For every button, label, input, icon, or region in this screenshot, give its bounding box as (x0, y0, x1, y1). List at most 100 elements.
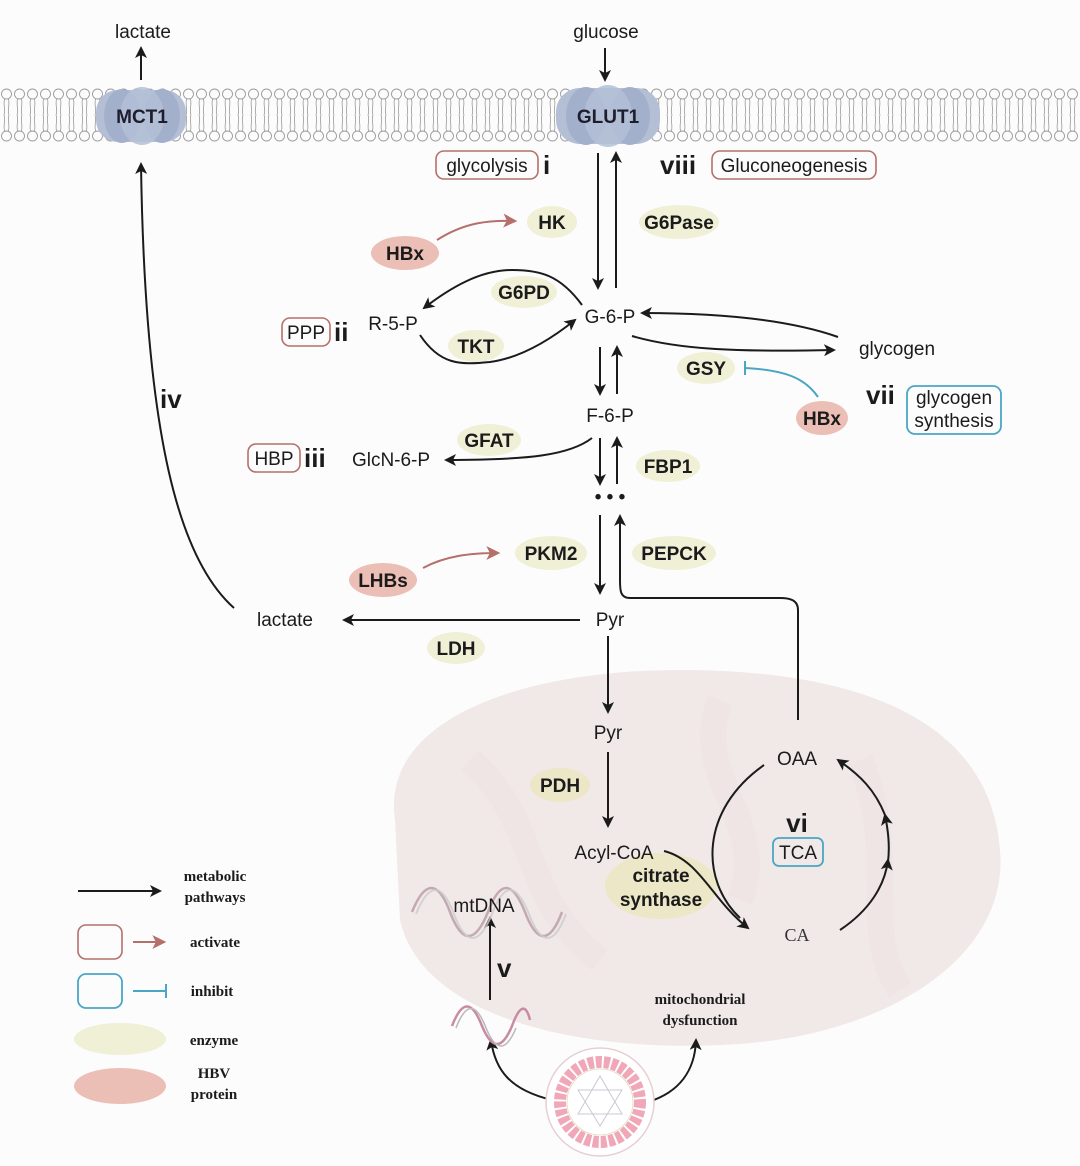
svg-text:G6PD: G6PD (498, 283, 550, 304)
pathway-glycolysis: glycolysis i (435, 150, 550, 180)
tca-right-arc-3 (836, 758, 886, 816)
lhbs-activates-pkm2-arrow (422, 546, 501, 569)
g6pd-arrow (422, 268, 583, 310)
mtdna-label: mtDNA (453, 896, 515, 917)
metabolite-f6p: F-6-P (586, 406, 634, 427)
hbv-protein-lhbs: LHBs (349, 563, 417, 597)
roman-i: i (543, 150, 550, 180)
glucose-extracellular: glucose (573, 22, 639, 43)
oaa-to-intermediates-arrow (614, 514, 799, 720)
legend-item-metabolic-pathways: metabolic pathways (78, 869, 247, 906)
legend-item-enzyme: enzyme (74, 1023, 238, 1055)
roman-vii: vii (866, 380, 895, 410)
svg-text:HBx: HBx (386, 244, 424, 265)
legend-item-hbv-protein: HBV protein (74, 1066, 238, 1104)
svg-text:G6Pase: G6Pase (644, 213, 714, 234)
glycogen-to-g6p-arrow (640, 307, 839, 338)
svg-text:HBx: HBx (803, 409, 841, 430)
tca-left-arc (711, 764, 765, 919)
pathway-gluconeogenesis: viii Gluconeogenesis (660, 150, 877, 180)
tca-right-arc-1 (839, 858, 893, 931)
svg-text:GSY: GSY (686, 359, 726, 380)
metabolite-intermediates: • • • (595, 487, 626, 508)
enzyme-citrate-synthase: citrate synthase (605, 853, 717, 919)
roman-vi: vi (786, 808, 808, 838)
svg-text:metabolic: metabolic (184, 869, 247, 885)
svg-text:PEPCK: PEPCK (641, 544, 707, 565)
pathway-ppp: PPP ii (281, 317, 348, 347)
enzyme-pepck: PEPCK (632, 536, 716, 570)
metabolite-r5p: R-5-P (368, 314, 418, 335)
svg-text:HK: HK (538, 213, 566, 234)
svg-text:glycogen: glycogen (916, 388, 992, 409)
enzyme-pkm2: PKM2 (515, 536, 587, 570)
enzyme-fbp1: FBP1 (636, 450, 700, 482)
enzyme-g6pase: G6Pase (639, 205, 719, 239)
lactate-to-mct1-arrow (135, 162, 235, 609)
svg-text:PPP: PPP (287, 323, 325, 344)
svg-text:HBP: HBP (254, 449, 293, 470)
metabolite-pyr-mito: Pyr (594, 723, 623, 744)
hbx-inhibits-gsy (744, 361, 819, 398)
viral-dna-icon (450, 1005, 532, 1047)
svg-text:pathways: pathways (185, 890, 246, 906)
svg-text:GFAT: GFAT (464, 431, 514, 452)
svg-text:activate: activate (190, 935, 240, 951)
acylcoa-to-ca-arrow (663, 850, 750, 930)
legend: metabolic pathways activate inhibit enzy… (74, 869, 247, 1104)
svg-text:protein: protein (191, 1087, 238, 1103)
mitochondrion (393, 670, 1001, 1046)
glut1-transporter: GLUT1 (556, 85, 660, 147)
enzyme-gfat: GFAT (457, 424, 521, 456)
virus-to-dysfunction-arrow (647, 1038, 702, 1103)
enzyme-gsy: GSY (677, 352, 735, 384)
roman-ii: ii (334, 317, 348, 347)
metabolite-oaa: OAA (777, 749, 817, 770)
virus-to-dna-arrow (486, 1038, 553, 1101)
legend-item-activate: activate (77, 924, 240, 960)
hbv-virion-icon (545, 1047, 655, 1157)
svg-text:TKT: TKT (458, 337, 495, 358)
hbv-protein-hbx-1: HBx (371, 236, 439, 270)
roman-iv: iv (160, 384, 182, 414)
pathway-hbp: HBP iii (247, 443, 326, 473)
enzyme-tkt: TKT (448, 330, 504, 362)
svg-text:LDH: LDH (436, 639, 475, 660)
enzyme-g6pd: G6PD (491, 276, 557, 308)
metabolite-glcn6p: GlcN-6-P (352, 450, 430, 471)
mito-dysfunction-line1: mitochondrial (655, 992, 746, 1008)
f6p-to-glcn6p-arrow (444, 437, 593, 466)
mtdna-helix: mtDNA (410, 886, 567, 939)
tkt-arrow (419, 318, 577, 365)
svg-text:PDH: PDH (540, 776, 580, 797)
legend-item-inhibit: inhibit (77, 973, 233, 1009)
glut1-label: GLUT1 (577, 107, 640, 128)
g6p-to-glycogen-arrow (631, 335, 836, 357)
enzyme-pdh: PDH (530, 768, 590, 802)
roman-viii: viii (660, 150, 696, 180)
metabolite-glycogen: glycogen (859, 339, 935, 360)
mct1-label: MCT1 (116, 107, 168, 128)
lactate-extracellular: lactate (115, 22, 171, 43)
pathway-glycogen-synthesis: vii glycogen synthesis (866, 380, 1002, 435)
svg-text:HBV: HBV (198, 1066, 231, 1082)
svg-text:citrate: citrate (632, 866, 689, 887)
svg-text:synthase: synthase (620, 890, 702, 911)
mct1-transporter: MCT1 (96, 87, 186, 145)
hbx-activates-hk-arrow (436, 213, 518, 241)
tca-right-arc-2 (881, 813, 893, 863)
metabolite-acyl-coa: Acyl-CoA (574, 843, 654, 864)
roman-v: v (497, 953, 512, 983)
svg-text:LHBs: LHBs (358, 571, 408, 592)
svg-text:FBP1: FBP1 (644, 457, 693, 478)
svg-text:Gluconeogenesis: Gluconeogenesis (721, 156, 868, 177)
enzyme-ldh: LDH (427, 632, 485, 664)
svg-text:TCA: TCA (779, 843, 817, 864)
svg-text:glycolysis: glycolysis (446, 156, 527, 177)
svg-text:enzyme: enzyme (190, 1033, 239, 1049)
svg-text:synthesis: synthesis (914, 411, 993, 432)
metabolite-ca: CA (784, 925, 809, 945)
enzyme-hk: HK (527, 206, 577, 238)
hbv-protein-hbx-2: HBx (796, 401, 848, 435)
